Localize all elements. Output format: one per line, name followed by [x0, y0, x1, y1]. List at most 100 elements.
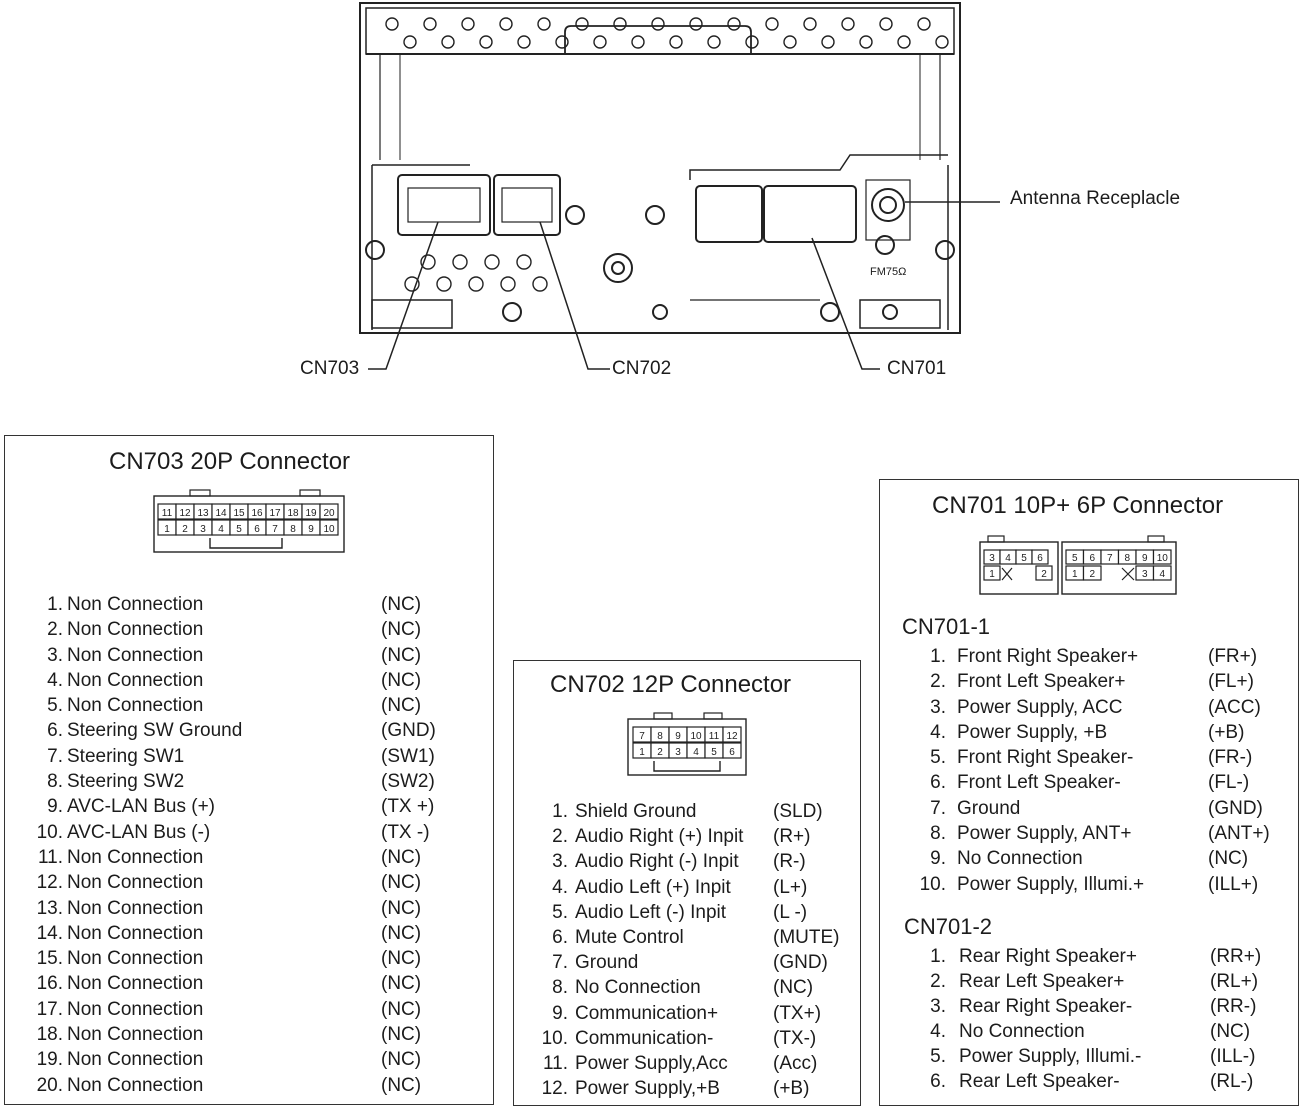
- pin-cell-number: 18: [287, 508, 299, 519]
- pin-cell-number: 2: [657, 747, 663, 758]
- pin-number: 16.: [36, 973, 63, 995]
- pin-code: (NC): [381, 669, 422, 691]
- pin-cell-number: 6: [1037, 553, 1043, 564]
- pin-row: 3.Non Connection(NC): [5, 645, 495, 670]
- pin-row: 5.Audio Left (-) Inpit(L -): [514, 902, 862, 927]
- pin-cell-number: 8: [290, 524, 296, 535]
- pin-cell-number: 12: [179, 508, 191, 519]
- pin-label: Non Connection: [67, 922, 204, 944]
- pin-row: 20.Non Connection(NC): [5, 1075, 495, 1100]
- pin-row: 6.Steering SW Ground(GND): [5, 720, 495, 745]
- pin-code: (+B): [773, 1078, 810, 1100]
- pin-label: Front Left Speaker+: [957, 671, 1126, 693]
- pin-cell-number: 12: [726, 731, 738, 742]
- pin-cell-number: 6: [1089, 553, 1095, 564]
- pin-row: 11.Non Connection(NC): [5, 847, 495, 872]
- pin-row: 17.Non Connection(NC): [5, 999, 495, 1024]
- pin-number: 15.: [36, 948, 63, 970]
- pin-number: 8.: [552, 977, 568, 999]
- pin-row: 2.Front Left Speaker+(FL+): [880, 671, 1300, 696]
- pin-code: (NC): [381, 922, 422, 944]
- pin-number: 6.: [47, 720, 63, 742]
- pin-number: 7.: [552, 952, 568, 974]
- pin-cell-number: 17: [269, 508, 281, 519]
- pin-cell: [1082, 565, 1102, 581]
- pin-code: (RL+): [1210, 971, 1259, 992]
- pin-label: Communication-: [575, 1027, 714, 1049]
- pin-label: Rear Right Speaker+: [959, 946, 1137, 967]
- pin-cell-number: 7: [272, 524, 278, 535]
- pin-row: 14.Non Connection(NC): [5, 923, 495, 948]
- pin-row: 8.Steering SW2 (SW2): [5, 771, 495, 796]
- pin-cell-number: 5: [1021, 553, 1027, 564]
- pin-label: Non Connection: [67, 897, 204, 919]
- pin-cell: [722, 742, 742, 759]
- pin-label: Non Connection: [67, 846, 204, 868]
- pin-cell-number: 3: [989, 553, 995, 564]
- pin-row: 8.No Connection(NC): [514, 977, 862, 1002]
- pin-number: 1.: [930, 646, 946, 667]
- pin-row: 1.Shield Ground(SLD): [514, 801, 862, 826]
- pin-number: 8.: [47, 771, 63, 793]
- pin-number: 19.: [36, 1049, 63, 1071]
- pin-label: Steering SW1: [67, 745, 185, 767]
- pin-label: Rear Left Speaker+: [959, 971, 1125, 992]
- pin-row: 12.Non Connection(NC): [5, 872, 495, 897]
- pin-cell-number: 13: [197, 508, 209, 519]
- pin-cell-number: 20: [323, 508, 335, 519]
- pin-row: 6.Front Left Speaker-(FL-): [880, 772, 1300, 797]
- pin-label: Shield Ground: [575, 801, 697, 822]
- pin-cell-number: 7: [639, 731, 645, 742]
- pin-cell-number: 11: [162, 508, 173, 519]
- pin-number: 3.: [552, 851, 568, 873]
- pin-code: (GND): [1208, 797, 1263, 819]
- pin-number: 2.: [930, 671, 946, 693]
- pin-code: (ACC): [1208, 696, 1261, 718]
- cn701-title: CN701 10P+ 6P Connector: [932, 492, 1224, 519]
- pin-number: 20.: [36, 1074, 63, 1096]
- pin-cell-number: 4: [1159, 569, 1165, 580]
- pin-cell: [319, 519, 339, 536]
- pin-cell-number: 10: [323, 524, 335, 535]
- pin-label: Steering SW Ground: [67, 720, 243, 742]
- pin-code: (TX -): [381, 821, 430, 843]
- pin-row: 2.Non Connection(NC): [5, 619, 495, 644]
- pin-code: (TX +): [381, 796, 435, 818]
- pin-cell-number: 1: [989, 569, 995, 580]
- pin-number: 9.: [930, 848, 946, 870]
- pin-cell-number: 5: [236, 524, 242, 535]
- pin-row: 2.Rear Left Speaker+(RL+): [880, 971, 1300, 996]
- pin-code: (RR+): [1210, 946, 1262, 967]
- pin-number: 9.: [47, 796, 63, 818]
- pin-code: (NC): [381, 897, 422, 919]
- cn701-callout: CN701: [887, 358, 947, 379]
- pin-code: (TX+): [773, 1002, 822, 1024]
- pin-code: (Acc): [773, 1052, 818, 1074]
- pin-label: Non Connection: [67, 669, 204, 691]
- pin-number: 4.: [552, 876, 568, 898]
- pin-cell: [722, 726, 742, 743]
- pin-cell: [1035, 565, 1053, 581]
- pin-code: (SW1): [381, 745, 435, 767]
- pin-code: (RR-): [1210, 996, 1257, 1017]
- pin-label: Audio Right (-) Inpit: [575, 851, 739, 873]
- pin-label: Non Connection: [67, 1024, 204, 1046]
- pin-cell-number: 2: [182, 524, 188, 535]
- pin-row: 9.Communication+(TX+): [514, 1003, 862, 1028]
- pin-code: (MUTE): [773, 926, 840, 948]
- pin-label: Ground: [575, 952, 639, 974]
- pin-label: Non Connection: [67, 594, 204, 615]
- pin-label: No Connection: [959, 1021, 1085, 1042]
- pin-label: Steering SW2: [67, 771, 185, 793]
- cn702-title: CN702 12P Connector: [550, 671, 792, 698]
- pin-number: 3.: [47, 644, 63, 666]
- pin-code: (NC): [381, 1049, 422, 1071]
- pin-label: Power Supply, +B: [957, 721, 1108, 743]
- pin-code: (NC): [381, 948, 422, 970]
- pin-code: (SW2): [381, 771, 435, 793]
- pin-label: Rear Right Speaker-: [959, 996, 1133, 1017]
- pin-row: 4.No Connection(NC): [880, 1021, 1300, 1046]
